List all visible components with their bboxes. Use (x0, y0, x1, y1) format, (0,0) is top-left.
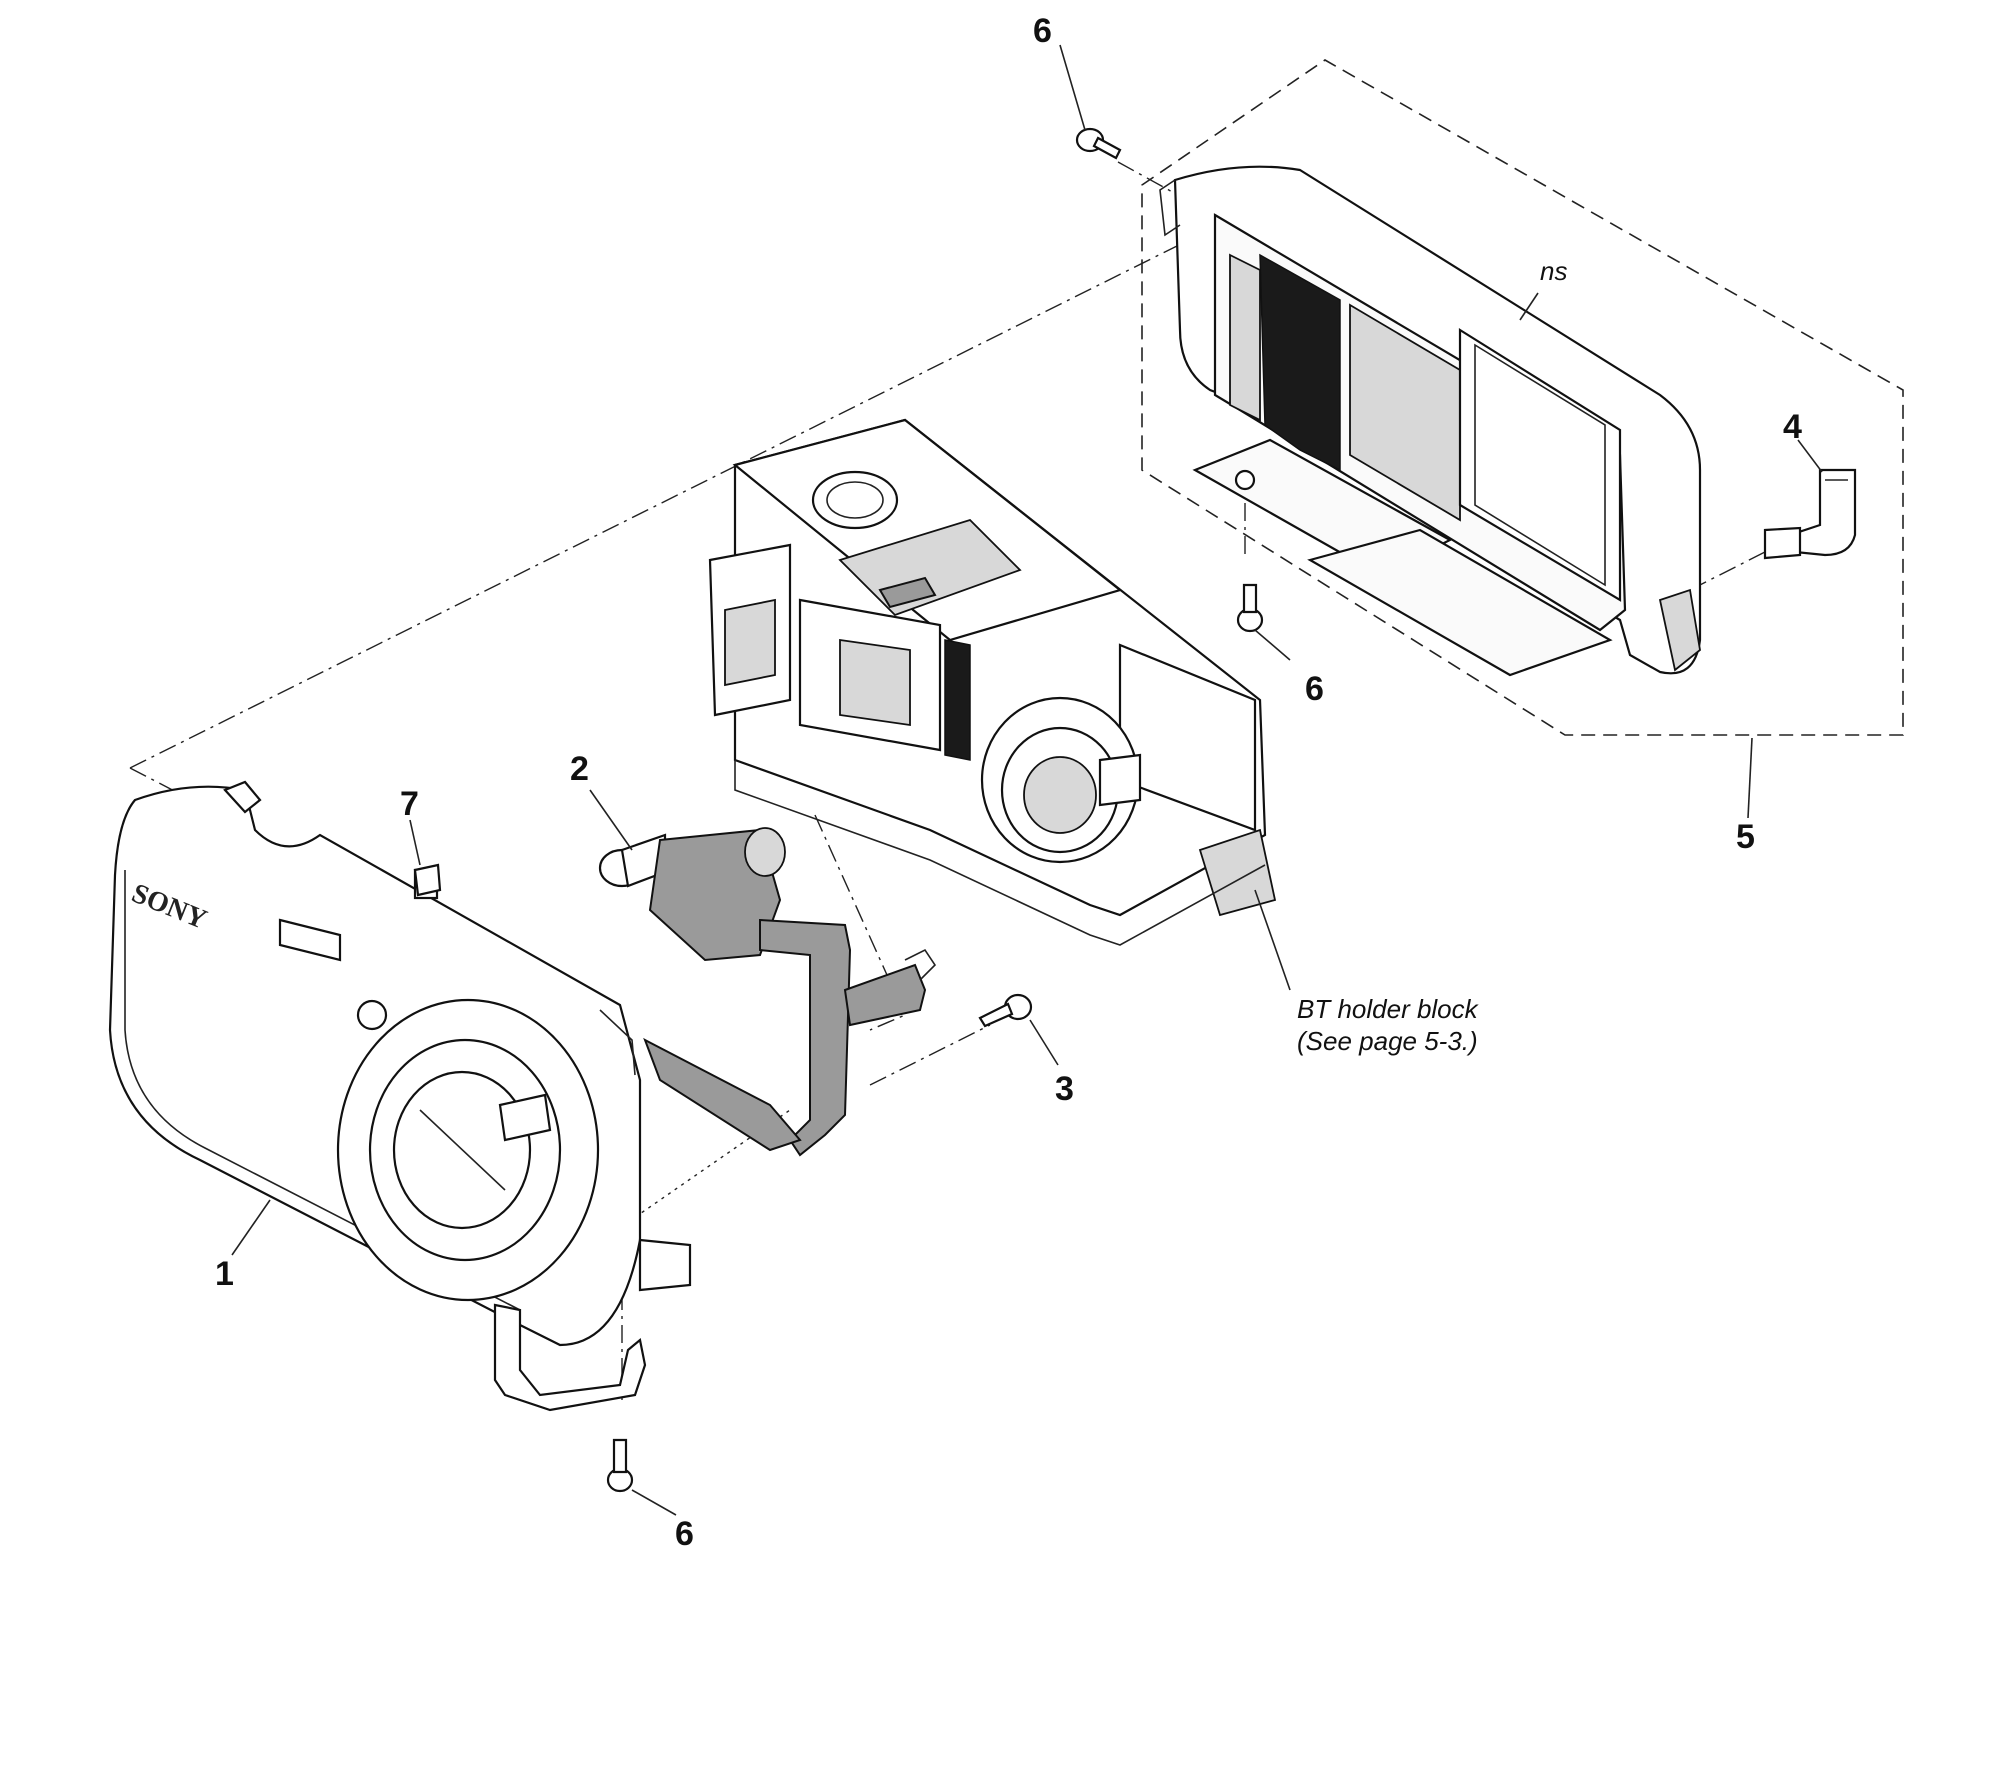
flash-flex-assembly (598, 827, 937, 1157)
leader-lines (231, 44, 1823, 1516)
rear-cabinet (1159, 165, 1702, 677)
screw-icon (606, 1438, 634, 1493)
front-cabinet (108, 780, 692, 1412)
note-bt-holder: BT holder block (1297, 994, 1480, 1024)
callout-6-bottom: 6 (675, 1515, 694, 1553)
screw-icon (978, 993, 1033, 1028)
callout-7: 7 (400, 785, 419, 823)
callout-6-mid: 6 (1305, 670, 1324, 708)
callout-6-top: 6 (1033, 12, 1052, 50)
callout-4: 4 (1783, 408, 1802, 446)
screw-icon (1075, 127, 1122, 160)
small-tab-part (413, 863, 442, 897)
rear-assembly-boundary (1141, 59, 1904, 736)
battery-lid-part (1763, 468, 1857, 560)
screw-icon (1236, 583, 1264, 633)
callout-5: 5 (1736, 818, 1755, 856)
callout-1: 1 (215, 1255, 234, 1293)
callout-2: 2 (570, 750, 589, 788)
note-ns: ns (1540, 256, 1567, 286)
note-see-page: (See page 5-3.) (1297, 1026, 1478, 1056)
main-chassis (708, 418, 1277, 946)
callout-3: 3 (1055, 1070, 1074, 1108)
